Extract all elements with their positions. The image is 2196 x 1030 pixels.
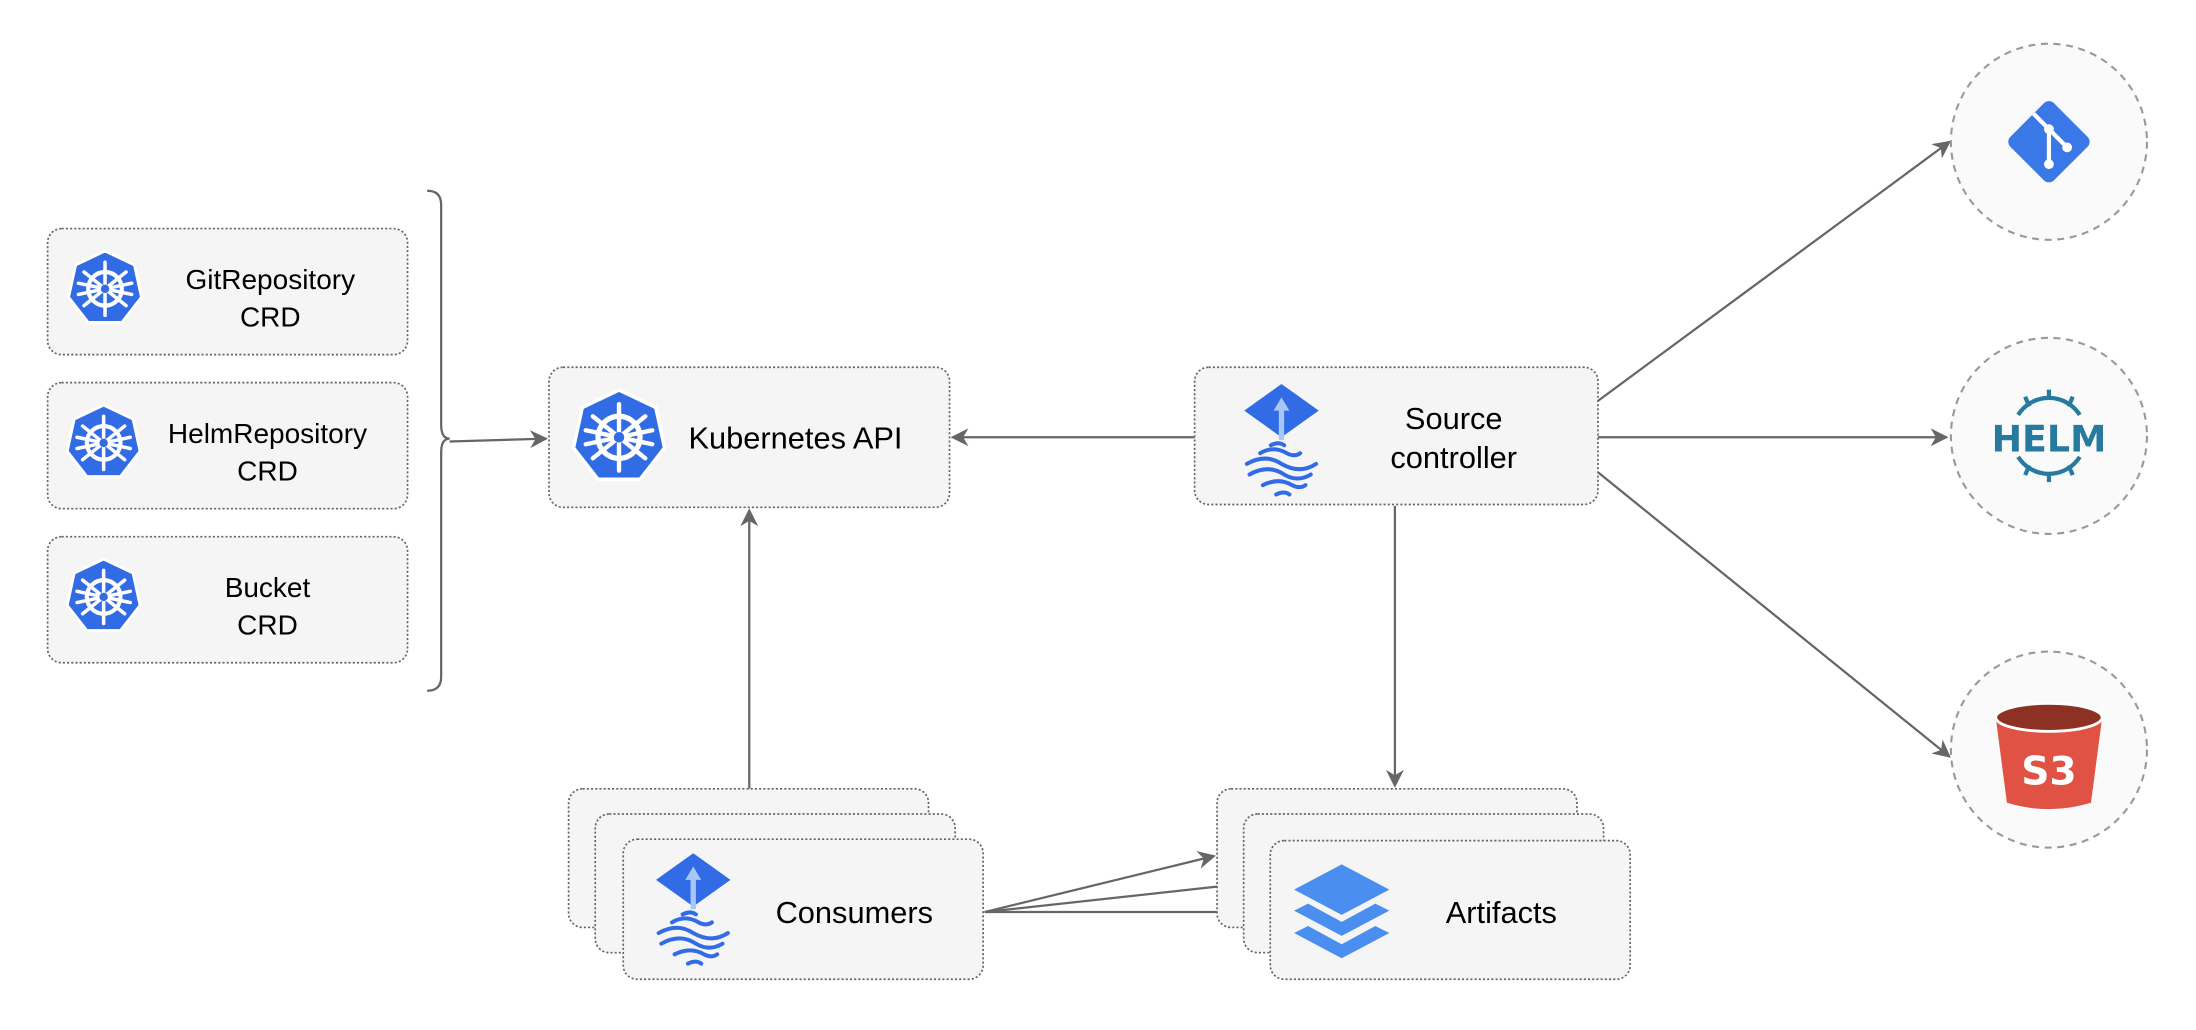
layers-icon xyxy=(1294,864,1390,959)
git-repository-crd-node: GitRepository CRD xyxy=(46,227,409,356)
node-label: CRD xyxy=(240,302,301,333)
s3-node: S3 xyxy=(1949,650,2149,849)
bucket-crd-node: Bucket CRD xyxy=(46,535,409,664)
node-label: Consumers xyxy=(776,895,933,930)
kubernetes-icon xyxy=(67,405,140,476)
node-label: controller xyxy=(1390,440,1517,475)
s3-logo-text: S3 xyxy=(2021,750,2077,795)
node-label: CRD xyxy=(237,456,298,487)
node-label: GitRepository xyxy=(185,264,355,295)
helm-node: HELM xyxy=(1949,336,2149,535)
node-label: Artifacts xyxy=(1446,895,1557,930)
edge-source-to-s3 xyxy=(1597,471,1951,758)
kubernetes-icon xyxy=(69,251,142,322)
node-label: Bucket xyxy=(225,572,311,603)
kubernetes-api-node: Kubernetes API xyxy=(548,366,951,509)
kubernetes-icon xyxy=(574,390,665,479)
edge-consumers-to-artifacts-2 xyxy=(984,876,1243,914)
helm-icon xyxy=(2016,389,2082,483)
node-label: Source xyxy=(1405,401,1503,436)
consumers-node: Consumers xyxy=(567,787,984,981)
source-controller-node: Source controller xyxy=(1193,366,1599,506)
git-icon xyxy=(2008,101,2090,183)
crd-brace xyxy=(427,189,450,692)
node-label: HelmRepository xyxy=(168,418,367,449)
git-node xyxy=(1949,42,2149,241)
kubernetes-icon xyxy=(67,559,140,630)
helm-logo-text: HELM xyxy=(1992,417,2107,460)
artifacts-node: Artifacts xyxy=(1216,787,1632,981)
edge-consumers-to-artifacts-1 xyxy=(984,851,1216,914)
s3-bucket-icon xyxy=(1994,701,2104,810)
edge-crds-to-api xyxy=(449,430,548,449)
node-label: Kubernetes API xyxy=(688,420,902,455)
node-label: CRD xyxy=(237,610,298,641)
helm-repository-crd-node: HelmRepository CRD xyxy=(46,381,409,510)
edge-source-to-git xyxy=(1597,140,1951,402)
